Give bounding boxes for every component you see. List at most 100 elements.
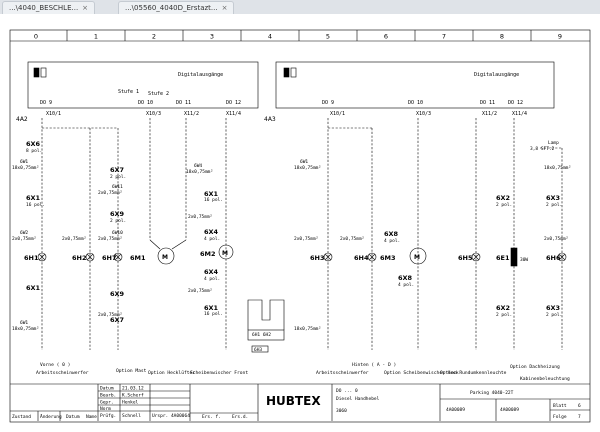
label-6m2: 6M2 [200,250,216,258]
pol-label: 2 pol. [496,312,512,318]
cable-spec: 18x0,75mm² [12,165,39,171]
tab-bar: ...\4040_BESCHLE...× ...\05560_4040D_Ers… [0,0,600,15]
port-label: DO 9 [322,100,334,106]
label-6m1: 6M1 [130,254,146,262]
tab-document-1[interactable]: ...\4040_BESCHLE...× [2,1,96,14]
connector-label: X10/1 [330,111,345,117]
lamp-6h7 [113,252,123,262]
port-label: DO 12 [226,100,241,106]
cable-spec: 18x0,75mm² [294,326,321,332]
label-6x1: 6X1 [26,194,41,202]
cable-label: 6W1 [20,159,28,165]
tb-value: 7 [578,414,581,420]
module-icon [33,67,40,78]
cable-spec: 2x0,75mm² [188,214,212,220]
cable-spec: 2x0,75mm² [98,312,122,318]
pol-label: 16 pol. [204,197,223,203]
connector-label: X10/3 [416,111,431,117]
function-text: Vorne ( 0 ) [40,362,70,368]
label-6x1: 6X1 [204,190,219,198]
lamp-6h6 [557,252,567,262]
label-6x3: 6X3 [546,304,560,312]
tab-label: ...\4040_BESCHLE... [9,4,79,12]
wiper-mechanism [247,299,285,353]
cable-label: 6W4 [194,163,202,169]
schematic-sheet: 0 1 2 3 4 5 6 7 8 9 Digitalausgänge Stuf… [0,14,600,432]
tb-value: Urspr. 4A00064 [152,413,190,419]
cable-label: 6W1 [20,320,28,326]
cable-label: 6W11 [112,184,123,190]
box-title: Digitalausgänge [178,72,223,78]
lamp-label: Lamp [548,140,559,146]
module-icon [283,67,290,78]
tb-value: 6 [578,403,581,409]
stufe-label: Stufe 2 [148,91,169,97]
brand-logo: HUBTEX [266,394,321,408]
svg-text:M: M [222,250,228,257]
close-icon[interactable]: × [221,4,228,12]
tb-value: Henkel [122,400,139,406]
tb-label: Blatt [553,403,567,409]
tab-document-2[interactable]: ...\05560_4040D_Erstazt...× [118,1,235,14]
tab-label: ...\05560_4040D_Erstazt... [125,4,218,12]
unit-label: 4A2 [16,116,28,123]
column-dividers [66,30,532,41]
col-number: 6 [384,33,388,41]
cable-spec: 18x0,75mm² [186,169,213,175]
motor-6m1 [157,247,175,265]
col-number: 0 [34,33,38,41]
label-6x9: 6X9 [110,290,125,298]
cable-spec: 2x0,75mm² [12,236,36,242]
label-6x4: 6X4 [204,228,219,236]
lamp-6h2 [85,252,95,262]
function-text: Option Rundumkennleuchte [440,370,507,376]
close-icon[interactable]: × [82,4,89,12]
pol-label: 2 pol. [546,312,562,318]
cable-spec: 2x0,75mm² [544,236,568,242]
digital-output-box-right [275,61,555,109]
cable-spec: 2x0,75mm² [62,236,86,242]
connector-label: X10/3 [146,111,161,117]
pol-label: 4 pol. [398,282,414,288]
label-6x1: 6X1 [204,304,219,312]
cable-spec: 18x0,75mm² [294,165,321,171]
label-6x8: 6X8 [398,274,413,282]
tb-footer: Datum [66,414,80,420]
cable-spec: 2x0,75mm² [188,288,212,294]
col-number: 7 [442,33,446,41]
function-text: Hinten ( A - D ) [352,362,396,368]
cable-label: 6W1 [300,159,308,165]
cable-spec: 2x0,75mm² [98,236,122,242]
tb-line: Diesel Handhebel [336,396,380,402]
pol-label: 4 pol. [204,276,220,282]
wires-right [327,118,563,350]
label-6x6: 6X6 [26,140,41,148]
cable-spec: 18x0,75mm² [544,165,571,171]
tb-label: Gepr. [100,400,114,406]
pol-label: 4 pol. [384,238,400,244]
module-icon [290,67,297,78]
label-6x8: 6X8 [384,230,399,238]
tb-value: Ers.d. [232,414,248,420]
tb-footer: Änderung [40,413,62,420]
pol-label: 8 pol. [26,148,42,154]
pol-label: 4 pol. [204,236,220,242]
svg-text:M: M [162,254,168,261]
label-6x7: 6X7 [110,166,124,174]
pol-label: 16 pol. [26,202,45,208]
tb-value: 21.03.12 [122,386,144,392]
pol-label: 16 pol. [204,311,223,317]
column-numbers: 0 1 2 3 4 5 6 7 8 9 [34,33,562,41]
label-6h6: 6H6 [546,254,561,262]
function-text: Scheibenwischer Front [190,370,248,376]
port-label: DO 11 [480,100,495,106]
wiper-label: 6H1 6H2 [252,332,271,338]
port-label: DO 11 [176,100,191,106]
wiring-diagram: 0 1 2 3 4 5 6 7 8 9 Digitalausgänge Stuf… [9,29,591,423]
col-number: 4 [268,33,272,41]
heater-power: 30W [520,257,528,263]
label-6h3: 6H3 [310,254,325,262]
label-6x7: 6X7 [110,316,124,324]
function-text: Kabinenbeleuchtung [520,376,570,382]
label-6h1: 6H1 [24,254,39,262]
